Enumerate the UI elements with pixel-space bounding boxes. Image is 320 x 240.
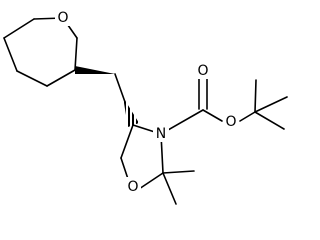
carbonyl-oxygen-mask	[195, 61, 211, 79]
bond-tbu-methyl-down	[254, 111, 285, 130]
ester-oxygen-label: O	[225, 114, 236, 130]
bond-thp-c6-c1	[3, 37, 18, 72]
bond-oxaz-c5-c4	[120, 124, 134, 159]
bond-tbu-methyl-up	[254, 79, 257, 113]
nitrogen-label: N	[156, 126, 166, 142]
oxazolidine-oxygen-mask	[125, 177, 141, 195]
bond-thp-c1-c2	[3, 18, 35, 39]
ring-oxygen-label: O	[57, 10, 68, 26]
bond-methylene-c4	[114, 73, 126, 103]
oxazolidine-oxygen-label: O	[127, 179, 138, 195]
bond-thp-c5-c6	[16, 70, 48, 87]
bond-tbu-methyl-right	[254, 96, 288, 113]
wedge-bond-thp-stereocenter	[75, 66, 115, 74]
bond-ester-o-tbu-c	[239, 111, 256, 122]
bond-carbonyl-c-ester-o	[202, 109, 223, 122]
bond-oxaz-c2-o	[138, 172, 164, 190]
nitrogen-mask	[153, 124, 169, 142]
hashed-wedge-oxazolidine-stereocenter	[123, 97, 139, 127]
ring-oxygen-mask	[55, 8, 71, 26]
chemical-structure: O O O N O	[3, 8, 288, 205]
bond-gem-methyl-1	[162, 170, 195, 174]
bond-thp-c3-c4	[74, 37, 78, 71]
ester-oxygen-mask	[223, 112, 239, 130]
bond-gem-methyl-2	[162, 172, 177, 205]
carbonyl-oxygen-label: O	[197, 63, 208, 79]
bond-thp-c4-c5	[46, 69, 76, 87]
